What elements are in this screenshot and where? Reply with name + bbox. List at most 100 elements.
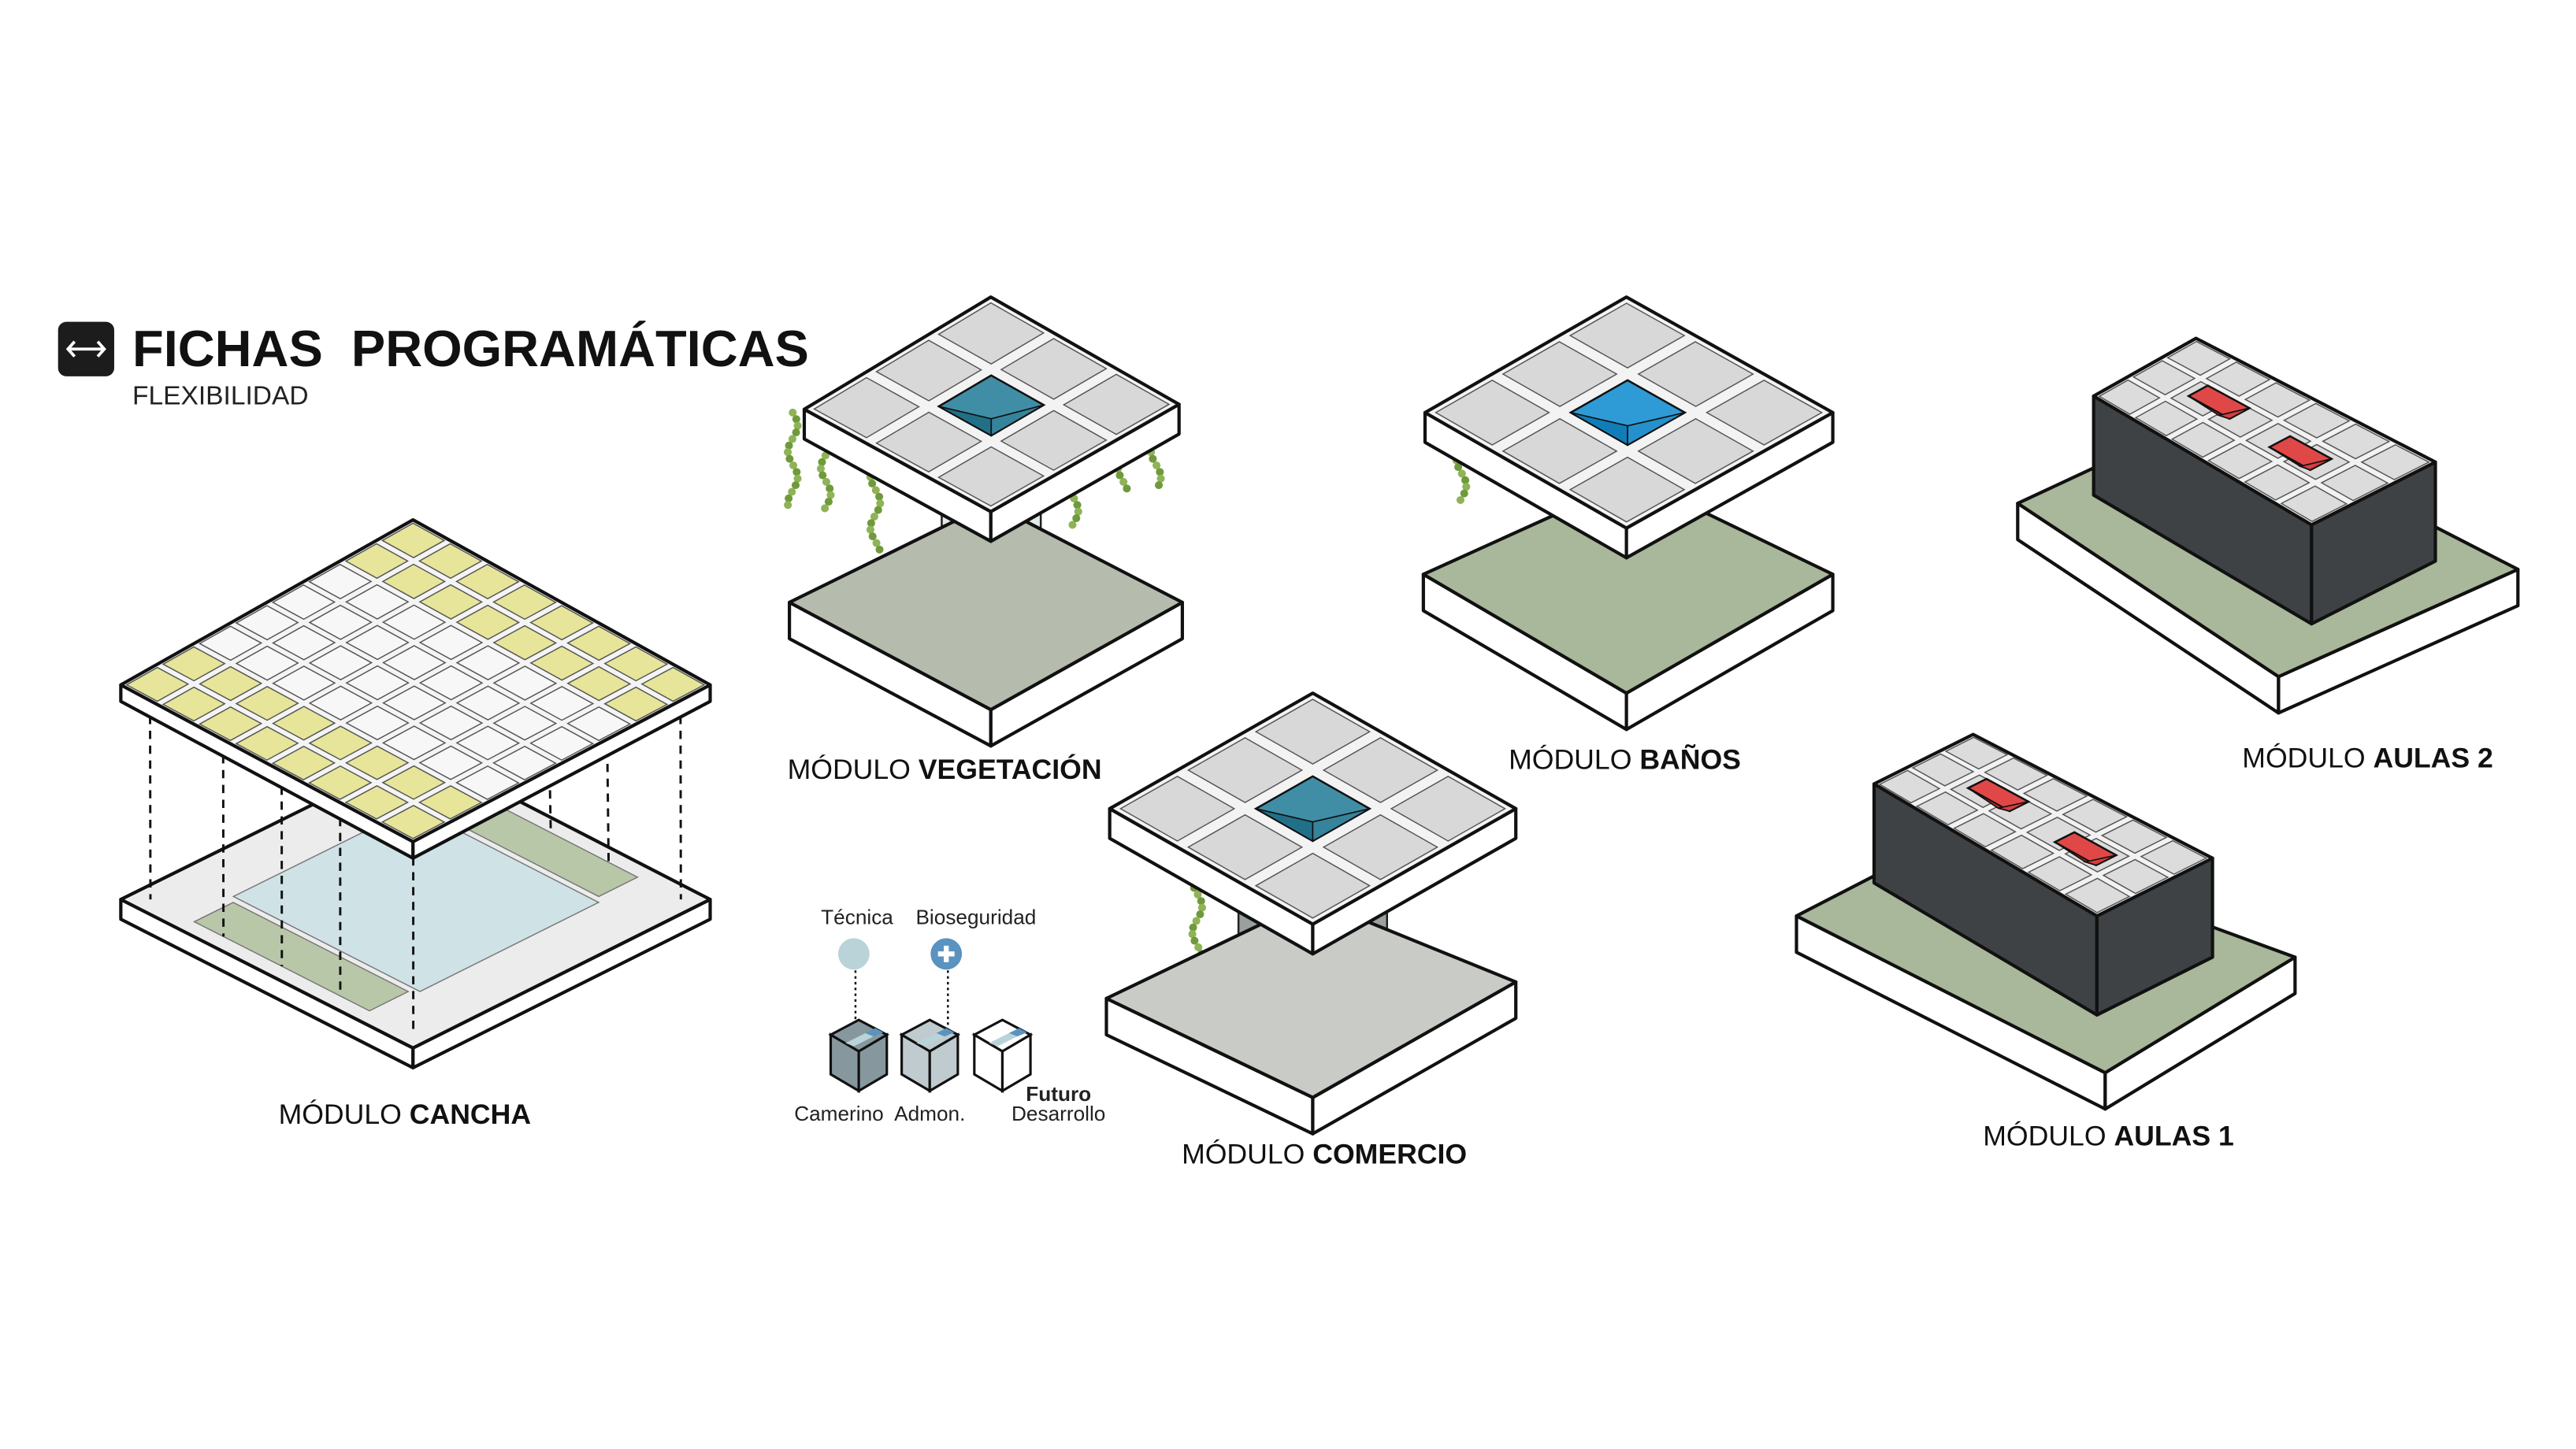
grid-cell: [2244, 382, 2311, 418]
grid-cell: [1984, 757, 2049, 791]
vine-leaf: [1156, 468, 1164, 476]
vine-leaf: [784, 501, 792, 510]
grid-cell: [1000, 338, 1108, 400]
vine-leaf: [824, 498, 833, 506]
vine-leaf: [822, 477, 830, 486]
page-subtitle: FLEXIBILIDAD: [132, 381, 309, 410]
slab-top-face: [1104, 898, 1518, 1099]
vine-leaf: [792, 468, 801, 476]
grid-cell: [1254, 699, 1372, 765]
grid-cell: [492, 624, 558, 661]
red-skylight-icon: [1965, 777, 2031, 813]
grid-cell: [381, 765, 447, 800]
vine-leaf: [1154, 481, 1164, 490]
grid-cell: [2064, 877, 2131, 914]
vine-leaf: [793, 474, 802, 483]
vine-leaf: [875, 492, 884, 501]
grid-cell: [345, 705, 410, 741]
legend-tecnica: Técnica: [821, 906, 893, 929]
skylight-face: [2298, 458, 2333, 471]
skylight-face: [2082, 854, 2117, 866]
grid-cell: [161, 646, 226, 682]
grid-cell: [1568, 456, 1686, 523]
grid-cell: [308, 725, 373, 761]
vine-leaf: [871, 486, 880, 495]
grid-cell: [198, 706, 263, 742]
grid-cell: [418, 705, 484, 741]
vine-leaf: [867, 519, 875, 528]
cube-top-panel: [845, 1032, 874, 1047]
grid-cell: [603, 686, 669, 722]
grid-cell: [345, 665, 410, 701]
grid-cell: [2170, 421, 2236, 458]
grid-cell: [1062, 373, 1171, 435]
vine-leaf: [1188, 930, 1197, 939]
grid-cell: [1254, 852, 1372, 919]
grid-cell: [1390, 775, 1506, 842]
cube-top: [971, 1018, 1034, 1053]
grid-cell: [2207, 443, 2273, 480]
grid-cell: [1706, 380, 1824, 446]
vine-leaf: [875, 545, 884, 554]
grid-cell: [344, 543, 410, 580]
modulo-banos-roof: [1423, 295, 1835, 560]
vine-leaf: [792, 415, 800, 424]
grid-cell: [2320, 465, 2389, 502]
grid-cell: [272, 665, 336, 701]
vine-leaf: [1457, 469, 1466, 478]
cube-top: [899, 1018, 961, 1053]
skylight-icon: [1253, 775, 1372, 843]
vine-leaf: [1190, 936, 1199, 945]
grid-cell: [382, 685, 447, 721]
slab-top-face: [119, 518, 712, 843]
grid-cell: [344, 745, 410, 780]
grid-cell: [271, 584, 336, 621]
red-skylight-icon: [2052, 831, 2119, 867]
technical-dot-icon: [837, 938, 870, 970]
grid-cell: [2062, 799, 2129, 833]
vine-leaf: [818, 471, 827, 480]
grid-cell: [308, 563, 373, 600]
grid-cell: [566, 706, 632, 742]
modulo-vegetacion-roof: [802, 295, 1181, 543]
grid-cell: [418, 745, 484, 780]
cube-top-panel-accent: [1008, 1028, 1027, 1037]
grid-cell: [272, 624, 336, 661]
vine-leaf: [789, 408, 797, 417]
futuro-cube-icon: [971, 1018, 1034, 1093]
cube-top-panel-accent: [865, 1028, 884, 1037]
grid-cell: [1944, 736, 2009, 770]
vine-leaf: [872, 539, 881, 547]
grid-cell: [1878, 769, 1941, 804]
red-skylight-icon: [2186, 384, 2252, 421]
grid-cell: [603, 646, 669, 682]
grid-cell: [381, 563, 447, 599]
grid-cell: [1911, 753, 1975, 787]
grid-cell: [1990, 834, 2055, 869]
grid-cell: [418, 665, 484, 701]
vine-leaf: [789, 461, 798, 470]
vine-leaf: [1156, 474, 1165, 483]
grid-cell: [418, 784, 483, 820]
red-skylight-icon: [2267, 435, 2334, 472]
grid-cell: [529, 605, 595, 641]
label-modulo-cancha: MÓDULO CANCHA: [279, 1099, 532, 1130]
cube-top-panel: [916, 1032, 945, 1047]
vine-leaf: [1115, 471, 1124, 480]
grid-cell: [566, 665, 632, 702]
vine-leaf: [1456, 495, 1464, 505]
grid-cell: [344, 784, 410, 820]
vine-leaf: [1454, 463, 1463, 472]
grid-cell: [308, 645, 373, 680]
grid-cell: [272, 706, 336, 741]
cancha-roof: [119, 518, 712, 860]
planter-strip: [192, 902, 410, 1012]
grid-cell: [529, 645, 595, 681]
vine-leaf: [1192, 917, 1201, 925]
grid-cell: [1637, 341, 1754, 407]
grid-cell: [2322, 423, 2391, 460]
modulo-vegetacion-base: [788, 502, 1184, 748]
grid-cell: [235, 645, 299, 681]
grid-cell: [199, 625, 263, 662]
vine-leaf: [1193, 890, 1202, 899]
